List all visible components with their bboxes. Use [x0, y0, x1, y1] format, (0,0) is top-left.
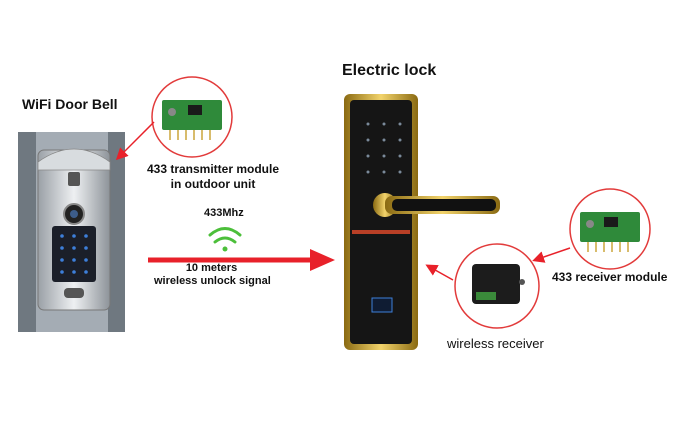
- frequency-label: 433Mhz: [204, 207, 244, 219]
- transmitter-label-line1: 433 transmitter module: [146, 162, 280, 176]
- signal-label-line2: wireless unlock signal: [154, 275, 271, 287]
- signal-label-line1: 10 meters: [185, 262, 238, 274]
- transmitter-label: 433 transmitter module in outdoor unit: [138, 162, 288, 192]
- connector-arrows: [115, 121, 571, 281]
- wifi-signal-icon: [208, 227, 242, 252]
- receiver-module-label: 433 receiver module: [552, 270, 668, 284]
- doorbell-label: WiFi Door Bell: [22, 96, 118, 112]
- transmitter-label-line2: in outdoor unit: [170, 177, 256, 191]
- doorbell-photo: [18, 132, 125, 332]
- signal-label: 10 meters wireless unlock signal: [154, 262, 271, 288]
- electric-lock-image: [344, 94, 500, 350]
- unlock-signal-arrow: [148, 249, 335, 271]
- receiver-module-image: [569, 188, 651, 270]
- wireless-receiver-label: wireless receiver: [447, 336, 544, 351]
- wireless-receiver-image: [454, 243, 540, 329]
- transmitter-module-image: [151, 76, 233, 158]
- electric-lock-label: Electric lock: [342, 62, 437, 79]
